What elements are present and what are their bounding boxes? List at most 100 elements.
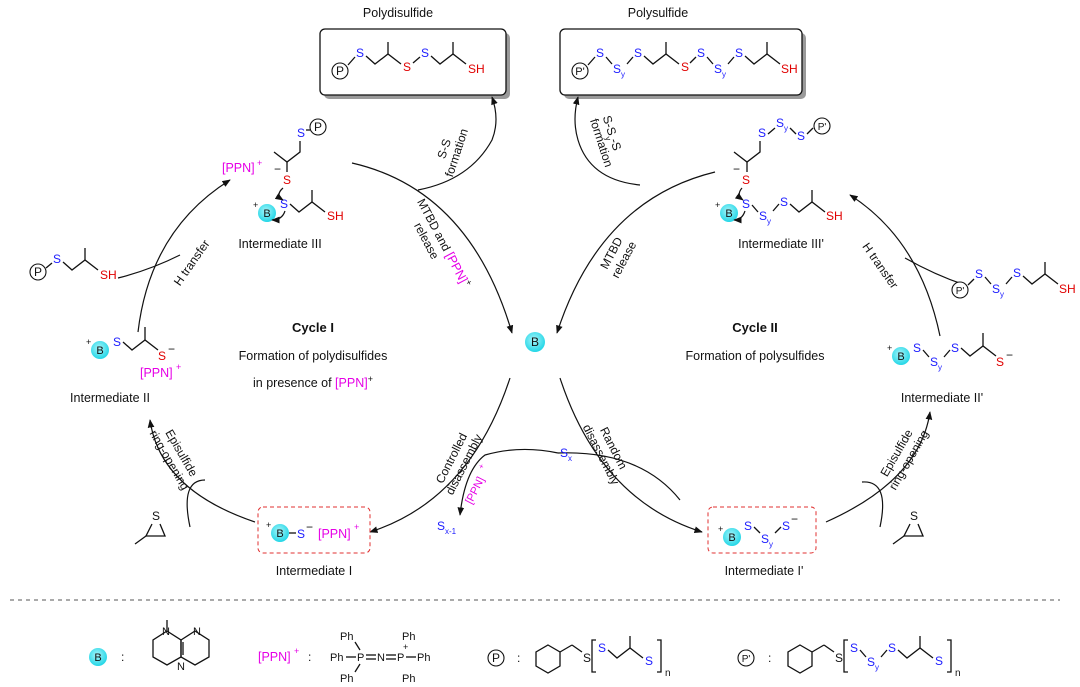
- svg-text:−: −: [306, 520, 313, 534]
- legend-ppn: [PPN] + : Ph P Ph Ph N P + Ph Ph Ph: [258, 631, 430, 685]
- svg-text:H transfer: H transfer: [171, 237, 213, 288]
- svg-text:S: S: [975, 267, 983, 281]
- arrow-sss-formation: [572, 96, 641, 186]
- svg-text:−: −: [1006, 348, 1013, 362]
- svg-text:S: S: [797, 129, 805, 143]
- intermediate-ii-label: Intermediate II: [70, 391, 150, 405]
- arrow-sx-random: [557, 452, 681, 501]
- svg-text:+: +: [257, 158, 262, 168]
- intermediate-ii-structure: B + S S − [PPN] +: [86, 327, 181, 380]
- svg-text:[PPN]: [PPN]: [463, 475, 487, 506]
- arrow-episulfide-right: [861, 481, 884, 528]
- svg-text:+: +: [403, 642, 408, 652]
- polymer-p-circle: [331, 62, 349, 80]
- intermediate-ip-structure: B + S S y S −: [718, 512, 798, 549]
- svg-text::: :: [308, 650, 311, 664]
- svg-text:P: P: [314, 120, 322, 134]
- intermediate-iii-structure: P S S − [PPN] + B + S SH: [222, 118, 344, 224]
- svg-text:N: N: [162, 626, 170, 638]
- svg-text::: :: [121, 650, 124, 664]
- intermediate-i-label: Intermediate I: [276, 564, 352, 578]
- polydisulfide-box: P S S S SH: [319, 28, 510, 99]
- svg-text:SH: SH: [100, 268, 117, 282]
- svg-text:P: P: [34, 265, 42, 279]
- label-random-disassembly: Random disassembly: [580, 422, 630, 487]
- svg-text:S: S: [867, 655, 875, 669]
- svg-text:S: S: [992, 282, 1000, 296]
- cycle1-title: Cycle I: [292, 320, 334, 335]
- intermediate-i-structure: B + S − [PPN] +: [266, 520, 359, 542]
- intermediate-iiip-structure: S S y S P' S − B + S S y S SH: [715, 116, 843, 226]
- svg-text:y: y: [1000, 290, 1004, 299]
- polydisulfide-title: Polydisulfide: [363, 6, 433, 20]
- svg-text:y: y: [767, 217, 771, 226]
- label-h-transfer-right: H transfer: [859, 240, 901, 291]
- svg-text:+: +: [476, 462, 486, 471]
- svg-text:n: n: [665, 668, 671, 679]
- intermediate-ip-label: Intermediate I': [725, 564, 804, 578]
- label-sx1: Sx-1: [437, 519, 457, 536]
- svg-text:S: S: [951, 341, 959, 355]
- svg-text:S: S: [403, 60, 411, 74]
- svg-text:B: B: [725, 208, 732, 220]
- cycle1-line1: Formation of polydisulfides: [239, 349, 388, 363]
- svg-text:y: y: [722, 70, 726, 79]
- svg-text:S: S: [356, 46, 364, 60]
- svg-text:S: S: [297, 126, 305, 140]
- svg-text:S: S: [158, 349, 166, 363]
- svg-text:S: S: [742, 197, 750, 211]
- legend-pprime: P' : S S S y S S n: [737, 636, 961, 679]
- svg-text:P': P': [742, 654, 751, 665]
- svg-text:S: S: [613, 62, 621, 76]
- svg-text:S: S: [283, 173, 291, 187]
- arrow-iii-to-b: [351, 162, 514, 334]
- svg-text:−: −: [733, 162, 740, 176]
- svg-text:S: S: [634, 46, 642, 60]
- svg-text:S: S: [996, 355, 1004, 369]
- svg-text:S: S: [152, 509, 160, 523]
- arrow-h-transfer-left: [117, 254, 181, 279]
- svg-text:S: S: [744, 519, 752, 533]
- svg-text:SH: SH: [781, 62, 798, 76]
- arrow-ss-formation: [417, 96, 498, 191]
- svg-text:Ph: Ph: [402, 673, 415, 685]
- svg-text:P: P: [397, 652, 404, 664]
- label-mtbd-ppn-release: MTBD and [PPN]+ release: [411, 196, 475, 287]
- thiol-reagent-left: P S SH: [29, 248, 117, 282]
- label-h-transfer-left: H transfer: [171, 237, 213, 288]
- svg-text:B: B: [531, 335, 539, 349]
- svg-text:S: S: [714, 62, 722, 76]
- arrow-h-transfer-right: [904, 257, 966, 286]
- svg-text:S: S: [583, 651, 591, 665]
- svg-text:B: B: [94, 652, 101, 664]
- svg-text:S: S: [835, 651, 843, 665]
- svg-text:SH: SH: [826, 209, 843, 223]
- svg-text:P: P: [492, 651, 500, 665]
- svg-text:S: S: [113, 335, 121, 349]
- svg-text:Ph: Ph: [330, 652, 343, 664]
- svg-text:B: B: [897, 351, 904, 363]
- svg-text:Ph: Ph: [402, 631, 415, 643]
- thiol-reagent-right: P' S S y S SH: [951, 262, 1076, 299]
- svg-text:−: −: [168, 342, 175, 356]
- cycle2-title: Cycle II: [732, 320, 778, 335]
- cycle1-line2: in presence of [PPN]+: [253, 374, 373, 390]
- arrow-ip-to-iip: [825, 411, 933, 523]
- svg-text:S-Sy-S: S-Sy-S: [597, 114, 624, 154]
- svg-text:[PPN]: [PPN]: [140, 366, 173, 380]
- svg-text:S: S: [776, 116, 784, 130]
- svg-text:P: P: [336, 64, 344, 78]
- svg-text:[PPN]: [PPN]: [222, 161, 255, 175]
- svg-text:S: S: [910, 509, 918, 523]
- svg-text:N: N: [177, 661, 185, 673]
- svg-text:B: B: [263, 208, 270, 220]
- svg-text:SH: SH: [1059, 282, 1076, 296]
- svg-text:y: y: [784, 124, 788, 133]
- svg-text:Ph: Ph: [340, 631, 353, 643]
- svg-text:y: y: [769, 540, 773, 549]
- svg-text:S: S: [930, 355, 938, 369]
- svg-text:S: S: [280, 197, 288, 211]
- arrow-ii-to-iii: [137, 179, 231, 333]
- arrow-b-to-ip: [559, 377, 703, 533]
- arrow-episulfide-left: [186, 479, 206, 528]
